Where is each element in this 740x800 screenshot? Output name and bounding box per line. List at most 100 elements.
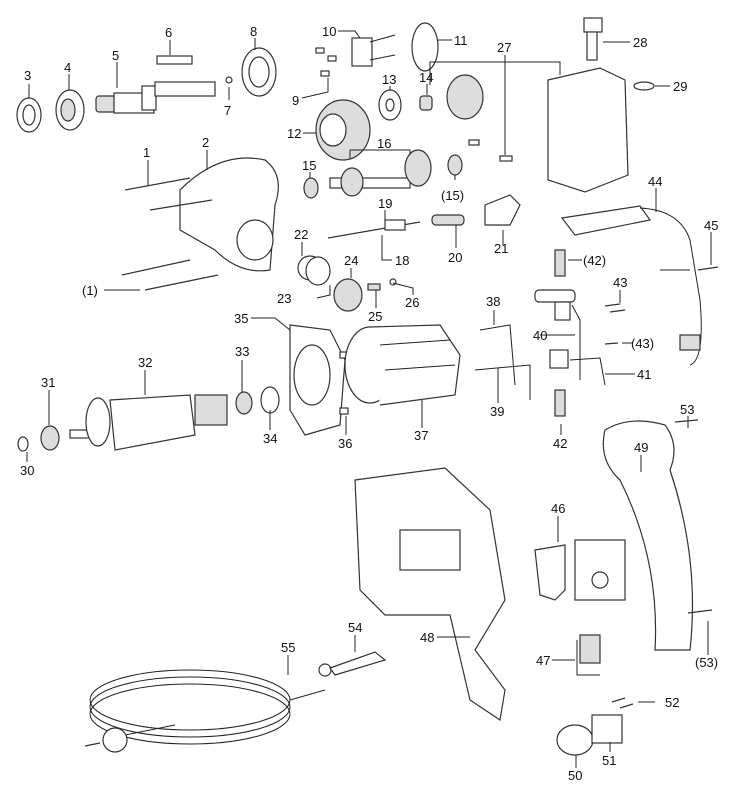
callout-34: 34: [263, 431, 277, 446]
part-clutch: [351, 34, 396, 67]
part-pin: [468, 139, 480, 146]
part-screws-52: [611, 697, 634, 709]
part-power-cord: [84, 669, 326, 753]
callout-33: 33: [235, 344, 249, 359]
part-gear: [315, 99, 371, 161]
callout-30: 30: [20, 463, 34, 478]
callout-55: 55: [281, 640, 295, 655]
part-screws-43: [604, 303, 626, 345]
part-switch: [534, 539, 626, 601]
callout-11: 11: [454, 33, 468, 48]
callout-43b: (43): [631, 336, 654, 351]
part-sleeve-34: [260, 386, 280, 414]
part-seal: [16, 97, 42, 133]
callout-44: 44: [648, 174, 662, 189]
callout-5: 5: [112, 48, 119, 63]
callout-52: 52: [665, 695, 679, 710]
callout-42: 42: [553, 436, 567, 451]
part-pin-27: [499, 155, 513, 162]
callout-13: 13: [382, 72, 396, 87]
part-slider: [327, 219, 421, 239]
part-cord-sleeve: [318, 651, 387, 677]
part-dowel-b: [339, 407, 349, 415]
callout-1b: (1): [82, 283, 98, 298]
part-mode-knob: [333, 278, 363, 312]
part-needle-bearing: [419, 95, 433, 111]
part-electronic-module: [560, 205, 702, 366]
part-bushing: [17, 436, 29, 452]
callout-42b: (42): [583, 253, 606, 268]
callout-45: 45: [704, 218, 718, 233]
part-screw-53: [674, 419, 699, 423]
part-bearing-33: [235, 391, 253, 415]
leader-lines: [26, 30, 712, 768]
callout-10: 10: [322, 24, 336, 39]
part-ring-23: [305, 256, 331, 286]
callout-12: 12: [287, 126, 301, 141]
callout-53b: (53): [695, 655, 718, 670]
part-ball-26: [389, 278, 397, 286]
part-pins: [315, 47, 337, 77]
callout-39: 39: [490, 404, 504, 419]
callout-19: 19: [378, 196, 392, 211]
callout-6: 6: [165, 25, 172, 40]
part-screw-45: [697, 266, 719, 271]
callout-labels: 3 4 5 6 7 8 9 10 11 12 13 14 15 (15) 16 …: [20, 24, 718, 783]
part-brush-holder: [534, 289, 606, 386]
callout-3: 3: [24, 68, 31, 83]
callout-9: 9: [292, 93, 299, 108]
part-bearing-small: [378, 89, 402, 121]
callout-8: 8: [250, 24, 257, 39]
callout-15: 15: [302, 158, 316, 173]
part-carbon-brush: [554, 249, 566, 417]
part-bearing-15: [303, 177, 319, 199]
callout-35: 35: [234, 311, 248, 326]
callout-22: 22: [294, 227, 308, 242]
callout-14: 14: [419, 70, 433, 85]
part-bearing: [55, 89, 85, 131]
callout-20: 20: [448, 250, 462, 265]
part-wire-38: [479, 324, 516, 386]
callout-37: 37: [414, 428, 428, 443]
callout-15b: (15): [441, 188, 464, 203]
part-bracket: [484, 194, 521, 226]
callout-21: 21: [494, 241, 508, 256]
part-stator: [344, 324, 461, 406]
part-spring-25: [367, 283, 381, 291]
callout-32: 32: [138, 355, 152, 370]
callout-41: 41: [637, 367, 651, 382]
callout-18: 18: [395, 253, 409, 268]
callout-16: 16: [377, 136, 391, 151]
part-handle-half: [602, 420, 694, 651]
callout-48: 48: [420, 630, 434, 645]
part-key: [156, 55, 193, 65]
part-gear-shaft: [329, 149, 432, 197]
part-gear-housing: [547, 67, 629, 193]
callout-31: 31: [41, 375, 55, 390]
callout-40: 40: [533, 328, 547, 343]
callout-46: 46: [551, 501, 565, 516]
part-cord-clamp: [556, 714, 623, 756]
part-bevel-gear: [446, 74, 484, 120]
callout-54: 54: [348, 620, 362, 635]
callout-1: 1: [143, 145, 150, 160]
part-ball: [225, 76, 233, 84]
part-housing-window: [399, 529, 461, 571]
part-spindle: [95, 81, 216, 114]
part-screws: [121, 177, 219, 291]
callout-27: 27: [497, 40, 511, 55]
callout-23: 23: [277, 291, 291, 306]
part-screw-53b: [687, 609, 713, 614]
part-switch-lever: [583, 17, 603, 61]
callout-53: 53: [680, 402, 694, 417]
callout-47: 47: [536, 653, 550, 668]
part-armature: [69, 394, 228, 451]
part-wire-39: [474, 364, 531, 400]
part-housing-port: [236, 219, 274, 261]
callout-24: 24: [344, 253, 358, 268]
callout-7: 7: [224, 103, 231, 118]
callout-25: 25: [368, 309, 382, 324]
part-plate-opening: [293, 344, 331, 406]
